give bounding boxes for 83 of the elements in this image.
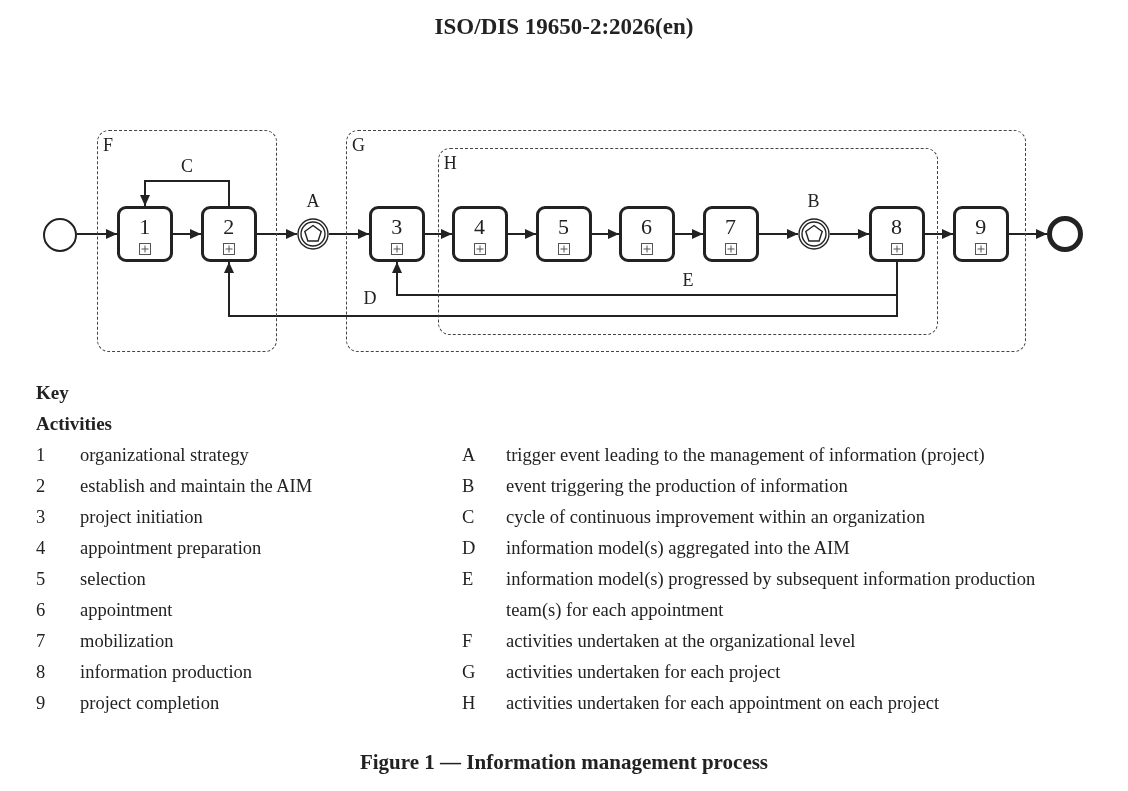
task-box (702, 205, 759, 262)
arrow (328, 229, 370, 239)
task-number: 1 (139, 215, 151, 238)
task-number: 9 (975, 215, 987, 238)
task-box (116, 205, 173, 262)
edge-label: C (179, 157, 195, 175)
task-box (200, 205, 257, 262)
arrow (392, 261, 898, 296)
key-code: 5 (36, 568, 47, 590)
key-code: 3 (36, 506, 47, 528)
arrow (674, 229, 704, 239)
dashed-group-boundary (97, 130, 277, 352)
task-box (368, 205, 425, 262)
key-code: 2 (36, 475, 47, 497)
group-letter: G (352, 136, 365, 154)
key-description: mobilization (80, 629, 175, 653)
dashed-group-boundary (437, 147, 938, 335)
task-box (868, 205, 925, 262)
arrow (829, 229, 870, 239)
key-code: E (462, 568, 475, 591)
arrow (256, 229, 298, 239)
key-code: 4 (36, 537, 47, 559)
key-description: establish and maintain the AIM (80, 474, 314, 498)
key-code: F (462, 630, 474, 652)
key-code: C (462, 506, 476, 528)
key-code: 9 (36, 692, 47, 714)
arrow (172, 229, 202, 239)
arrow (76, 229, 118, 239)
key-description: event triggering the production of information (506, 474, 849, 498)
key-description: project completion (80, 691, 221, 715)
task-number: 6 (641, 215, 653, 238)
key-description: selection (80, 567, 147, 591)
start-event-circle (43, 218, 77, 252)
edge-label: E (680, 271, 696, 289)
task-number: 8 (891, 215, 903, 238)
key-description: appointment (80, 598, 174, 622)
task-number: 3 (391, 215, 403, 238)
task-box (952, 205, 1009, 262)
task-number: 7 (725, 215, 737, 238)
key-description: organizational strategy (80, 443, 250, 467)
task-box (618, 205, 675, 262)
task-box (535, 205, 592, 262)
key-code: 6 (36, 599, 47, 621)
key-description: information production (80, 660, 254, 684)
arrow (507, 229, 537, 239)
arrow (924, 229, 954, 239)
task-number: 5 (558, 215, 570, 238)
arrow (591, 229, 620, 239)
dashed-group-boundary (346, 130, 1026, 352)
key-code: H (462, 692, 477, 714)
group-letter: F (103, 136, 113, 154)
key-code: B (462, 475, 476, 497)
task-number: 4 (474, 215, 486, 238)
key-description: information model(s) aggregated into the AIM (506, 536, 851, 560)
key-description: trigger event leading to the management of information (project) (506, 443, 986, 467)
key-description: activities undertaken at the organizational level (506, 629, 857, 653)
key-heading: Key (36, 383, 69, 402)
end-event-circle (1047, 216, 1083, 252)
key-description: project initiation (80, 505, 204, 529)
key-description: activities undertaken for each appointment on each project (506, 691, 941, 715)
key-description: activities undertaken for each project (506, 660, 782, 684)
key-code: 8 (36, 661, 47, 683)
key-code: 1 (36, 444, 47, 466)
task-box (451, 205, 508, 262)
arrow (758, 229, 799, 239)
arrow (140, 180, 230, 207)
arrow (224, 261, 898, 317)
arrow (424, 229, 453, 239)
group-letter: H (443, 153, 457, 172)
arrow (1008, 229, 1048, 239)
key-code: 7 (36, 630, 47, 652)
task-number: 2 (223, 215, 235, 238)
edge-label: D (361, 289, 379, 307)
key-code: G (462, 661, 477, 683)
figure-caption: Figure 1 — Information management process (358, 750, 770, 775)
document-header: ISO/DIS 19650-2:2026(en) (433, 14, 695, 40)
event-letter: A (306, 192, 320, 213)
key-subheading: Activities (36, 414, 112, 433)
event-letter: B (807, 191, 820, 213)
key-code: A (462, 444, 477, 466)
key-description: cycle of continuous improvement within an organization (506, 505, 926, 529)
key-code: D (462, 537, 477, 559)
key-description: appointment preparation (80, 536, 263, 560)
